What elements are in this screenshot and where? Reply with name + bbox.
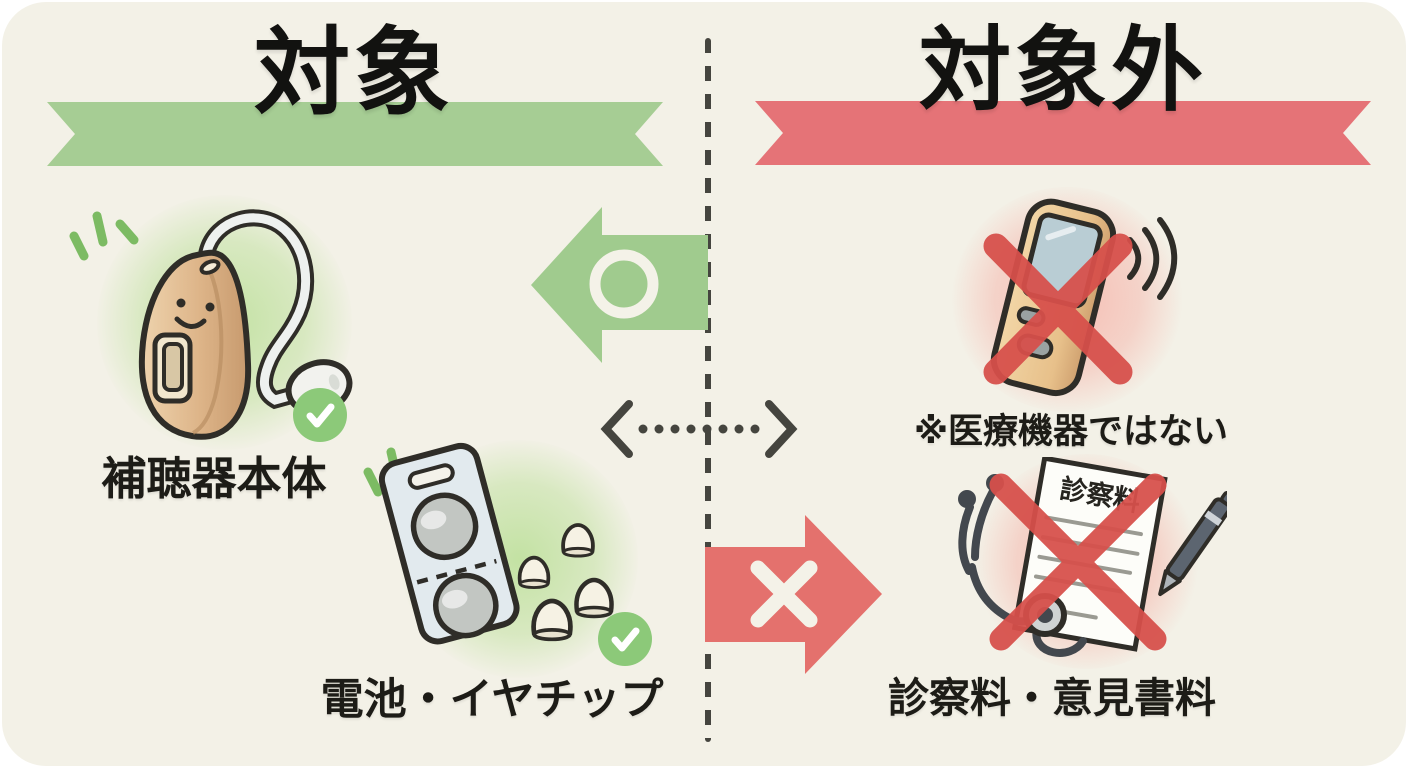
- item-label-not-medical-device: ※医療機器ではない: [914, 412, 1229, 451]
- hearing-aid-illustration: [138, 209, 353, 440]
- medical-document-illustration: 診察料: [958, 457, 1227, 657]
- include-arrow-icon: [531, 207, 708, 363]
- exclude-arrow-icon: [705, 515, 882, 674]
- cross-mark-icon: [983, 233, 1133, 385]
- item-label-battery-eartips: 電池・イヤチップ: [320, 676, 664, 724]
- sound-amplifier-illustration: [983, 198, 1178, 397]
- item-label-exam-fees: 診察料・意見書料: [888, 675, 1216, 721]
- pen-icon: [1158, 490, 1227, 597]
- item-label-hearing-aid: 補聴器本体: [101, 453, 327, 504]
- divider-dashed-line: [705, 38, 711, 742]
- sound-waves-icon: [1127, 217, 1178, 300]
- eligible-title: 対象: [254, 20, 454, 127]
- battery-eartips-illustration: [378, 442, 662, 645]
- ok-circle-icon: [589, 249, 659, 319]
- excluded-title: 対象外: [918, 20, 1207, 122]
- cross-icon: [750, 560, 818, 628]
- swap-dotted-arrow-icon: [600, 400, 798, 458]
- check-icon: [598, 612, 652, 666]
- eligible-ribbon: [47, 102, 663, 166]
- cross-mark-icon: [989, 473, 1167, 651]
- excluded-ribbon: [755, 101, 1371, 165]
- sparkle-icon: [69, 211, 139, 261]
- check-icon: [293, 388, 347, 442]
